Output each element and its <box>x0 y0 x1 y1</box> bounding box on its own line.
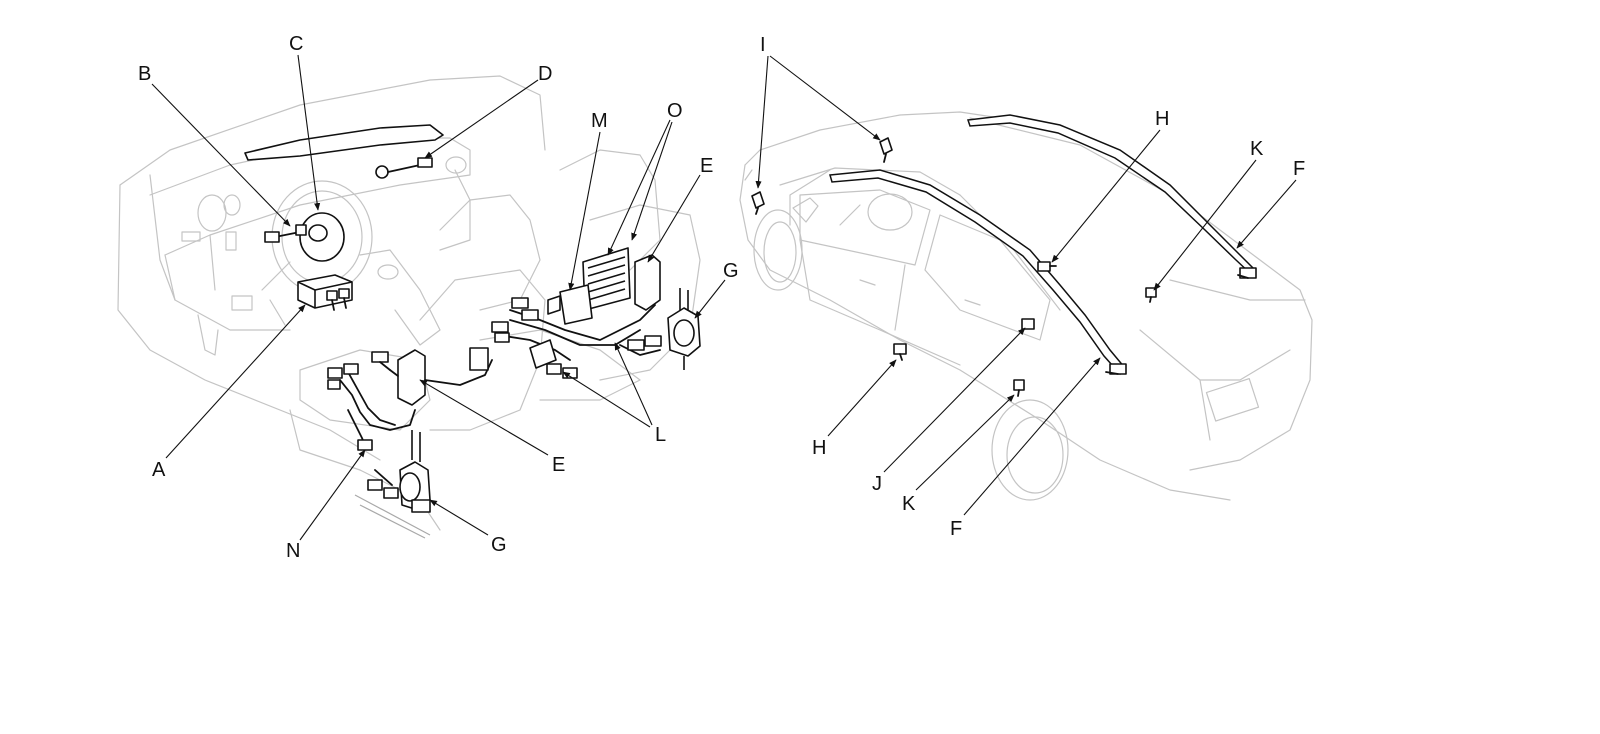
callout-k-lower: K <box>902 493 916 515</box>
exterior-view <box>739 111 1313 501</box>
passenger-side-airbag <box>634 254 661 311</box>
callout-b: B <box>138 63 151 85</box>
callout-h-lower: H <box>812 437 826 459</box>
side-curtain-airbag-left <box>966 114 1256 277</box>
front-passenger-airbag <box>244 124 444 161</box>
callout-e-lower: E <box>552 454 565 476</box>
driver-seat-belt-tensioner <box>399 430 431 513</box>
driver-side-airbag <box>397 349 426 406</box>
callout-a: A <box>152 459 166 481</box>
callout-i: I <box>760 34 766 56</box>
callout-f-upper: F <box>1293 158 1305 180</box>
callout-h-upper: H <box>1155 108 1169 130</box>
callout-c: C <box>289 33 303 55</box>
callout-m: M <box>591 110 608 132</box>
interior-view <box>117 75 701 539</box>
callout-f-lower: F <box>950 518 962 540</box>
callout-labels: A B C D M O E G L E N G I H K F H J K F <box>138 33 1305 562</box>
srs-unit <box>297 274 353 311</box>
callout-n: N <box>286 540 300 562</box>
callout-o: O <box>667 100 683 122</box>
callout-e-upper: E <box>700 155 713 177</box>
callout-d: D <box>538 63 552 85</box>
occupant-sensor-pads <box>582 247 631 311</box>
callout-g-upper: G <box>723 260 739 282</box>
callout-g-lower: G <box>491 534 507 556</box>
leader-lines <box>151 54 1297 541</box>
callout-l: L <box>655 424 666 446</box>
side-curtain-airbag-right <box>829 169 1126 376</box>
callout-k-upper: K <box>1250 138 1264 160</box>
passenger-seat-belt-tensioner <box>667 288 701 370</box>
callout-j: J <box>872 473 882 495</box>
